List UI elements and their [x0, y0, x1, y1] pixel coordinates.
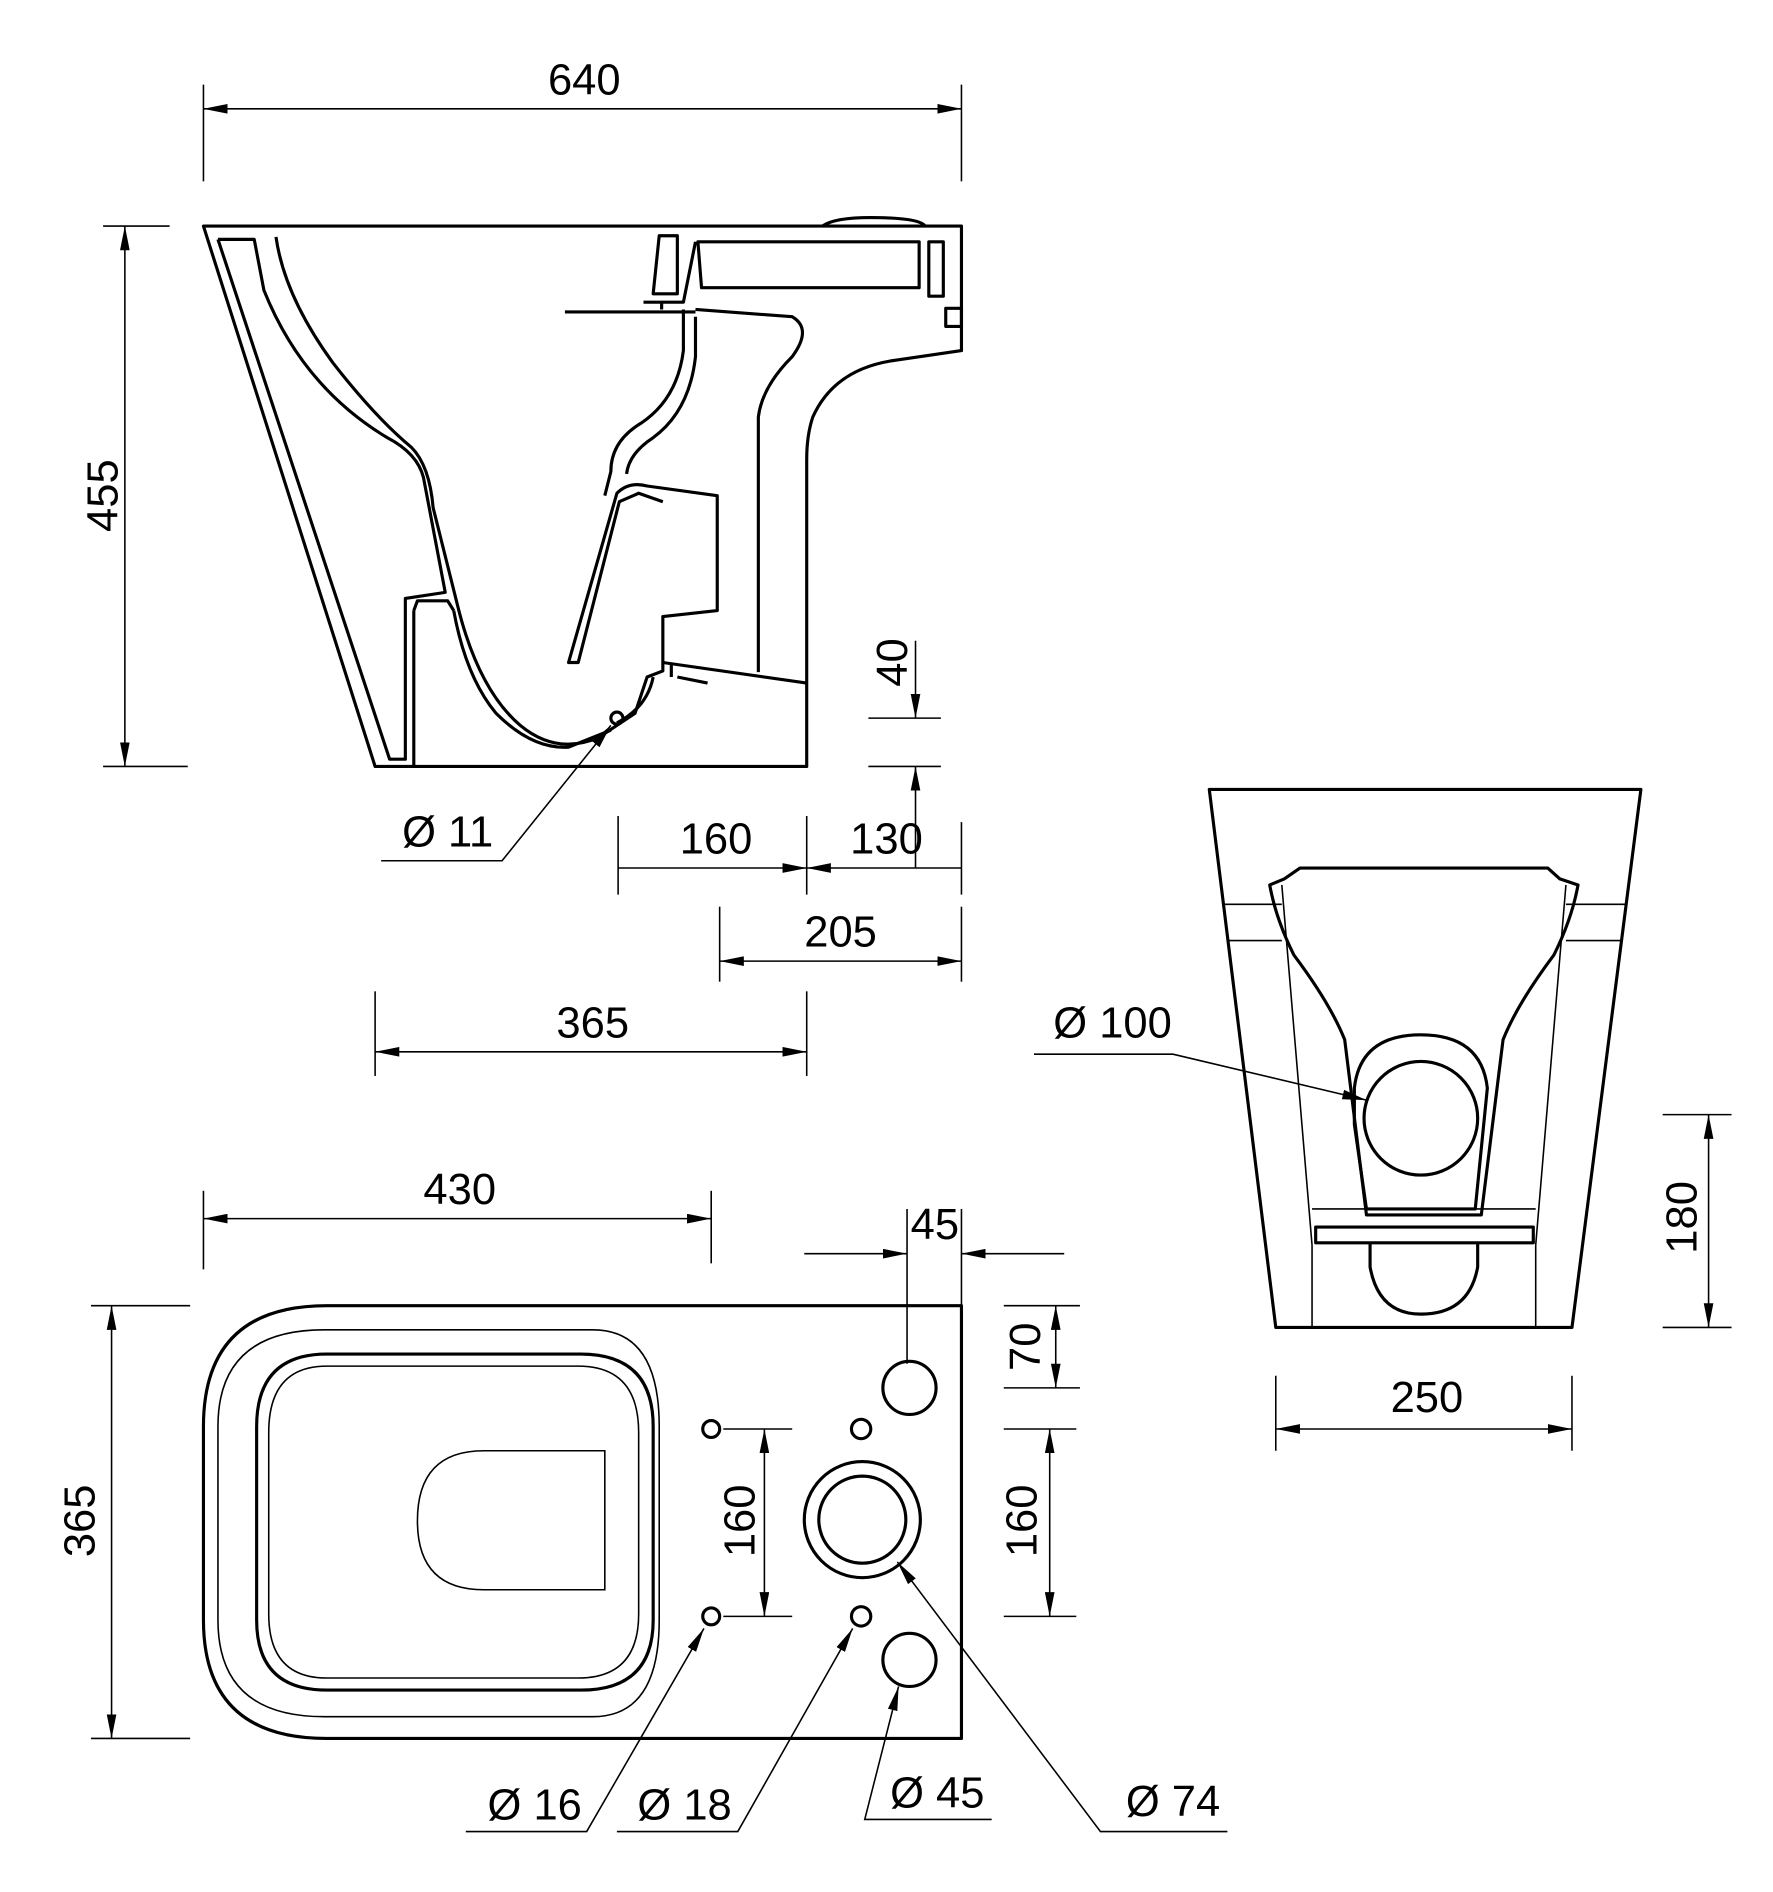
outlet-leader — [1033, 1053, 1367, 1101]
outlet-diameter-label: Ø 100 — [1053, 999, 1172, 1047]
dim-130-label: 130 — [850, 816, 923, 864]
dim-455-label: 455 — [80, 459, 128, 532]
hole-16-bottom — [701, 1606, 722, 1627]
hole-45-top — [881, 1359, 938, 1417]
hole-18-leader — [616, 1628, 854, 1833]
hole-18-label: Ø 18 — [637, 1781, 731, 1829]
hole-18-top — [849, 1417, 873, 1441]
dim-40-label: 40 — [869, 638, 917, 686]
flush-hole-label: Ø 11 — [402, 808, 493, 856]
trap-bottom — [616, 660, 807, 725]
front-inner-lines — [1223, 884, 1627, 1328]
hole-18-bottom — [849, 1605, 873, 1628]
top-view: 430 45 70 160 160 365 Ø 16 Ø 18 Ø 45 — [57, 1166, 1228, 1833]
flush-hole-marker — [609, 710, 625, 726]
dim-45-label: 45 — [911, 1201, 959, 1249]
side-view: 640 455 40 Ø 11 160 130 205 365 — [80, 56, 964, 1076]
hole-74-outer — [802, 1460, 922, 1580]
hole-45-label: Ø 45 — [890, 1769, 984, 1817]
top-seat-inner — [267, 1365, 640, 1679]
top-bowl-opening — [416, 1449, 606, 1591]
hole-16-leader — [465, 1628, 705, 1833]
top-seat — [255, 1352, 655, 1692]
hole-74-leader — [896, 1561, 1228, 1833]
outlet-surround — [1352, 1033, 1489, 1211]
front-base-opening — [1368, 1242, 1480, 1316]
flush-hole-leader — [381, 724, 612, 862]
dim-205-label: 205 — [804, 909, 877, 957]
dim-180-label: 180 — [1658, 1181, 1706, 1254]
hole-16-top — [701, 1418, 722, 1440]
front-outline — [1207, 787, 1643, 1329]
dim-160-label: 160 — [680, 816, 753, 864]
top-rim-inner — [217, 1329, 661, 1718]
hole-45-leader — [863, 1686, 992, 1821]
front-view: Ø 100 180 250 — [1033, 787, 1732, 1451]
pedestal-line — [695, 307, 805, 673]
side-outline — [201, 224, 964, 769]
trap-pipe — [603, 309, 698, 497]
dim-365w-label: 365 — [57, 1485, 105, 1558]
dim-250-label: 250 — [1391, 1374, 1464, 1422]
hole-74-inner — [817, 1474, 908, 1565]
front-seat — [1268, 866, 1580, 1217]
dim-640-label: 640 — [548, 56, 621, 104]
dim-160l-label: 160 — [717, 1485, 765, 1558]
bowl-wall-inner — [412, 599, 612, 767]
hole-45-bottom — [881, 1631, 938, 1689]
top-outline — [201, 1304, 964, 1741]
tank-section — [643, 216, 964, 328]
hole-16-label: Ø 16 — [488, 1781, 582, 1829]
bowl-curve — [274, 236, 719, 746]
front-seat-band — [1314, 1225, 1535, 1245]
bowl-wall-outer — [216, 237, 447, 761]
outlet-circle — [1362, 1059, 1480, 1177]
hole-74-label: Ø 74 — [1126, 1778, 1220, 1826]
dim-70-label: 70 — [1002, 1323, 1050, 1371]
dim-160r-label: 160 — [998, 1485, 1046, 1558]
dim-365-label: 365 — [556, 999, 629, 1047]
dim-430-label: 430 — [423, 1166, 496, 1214]
